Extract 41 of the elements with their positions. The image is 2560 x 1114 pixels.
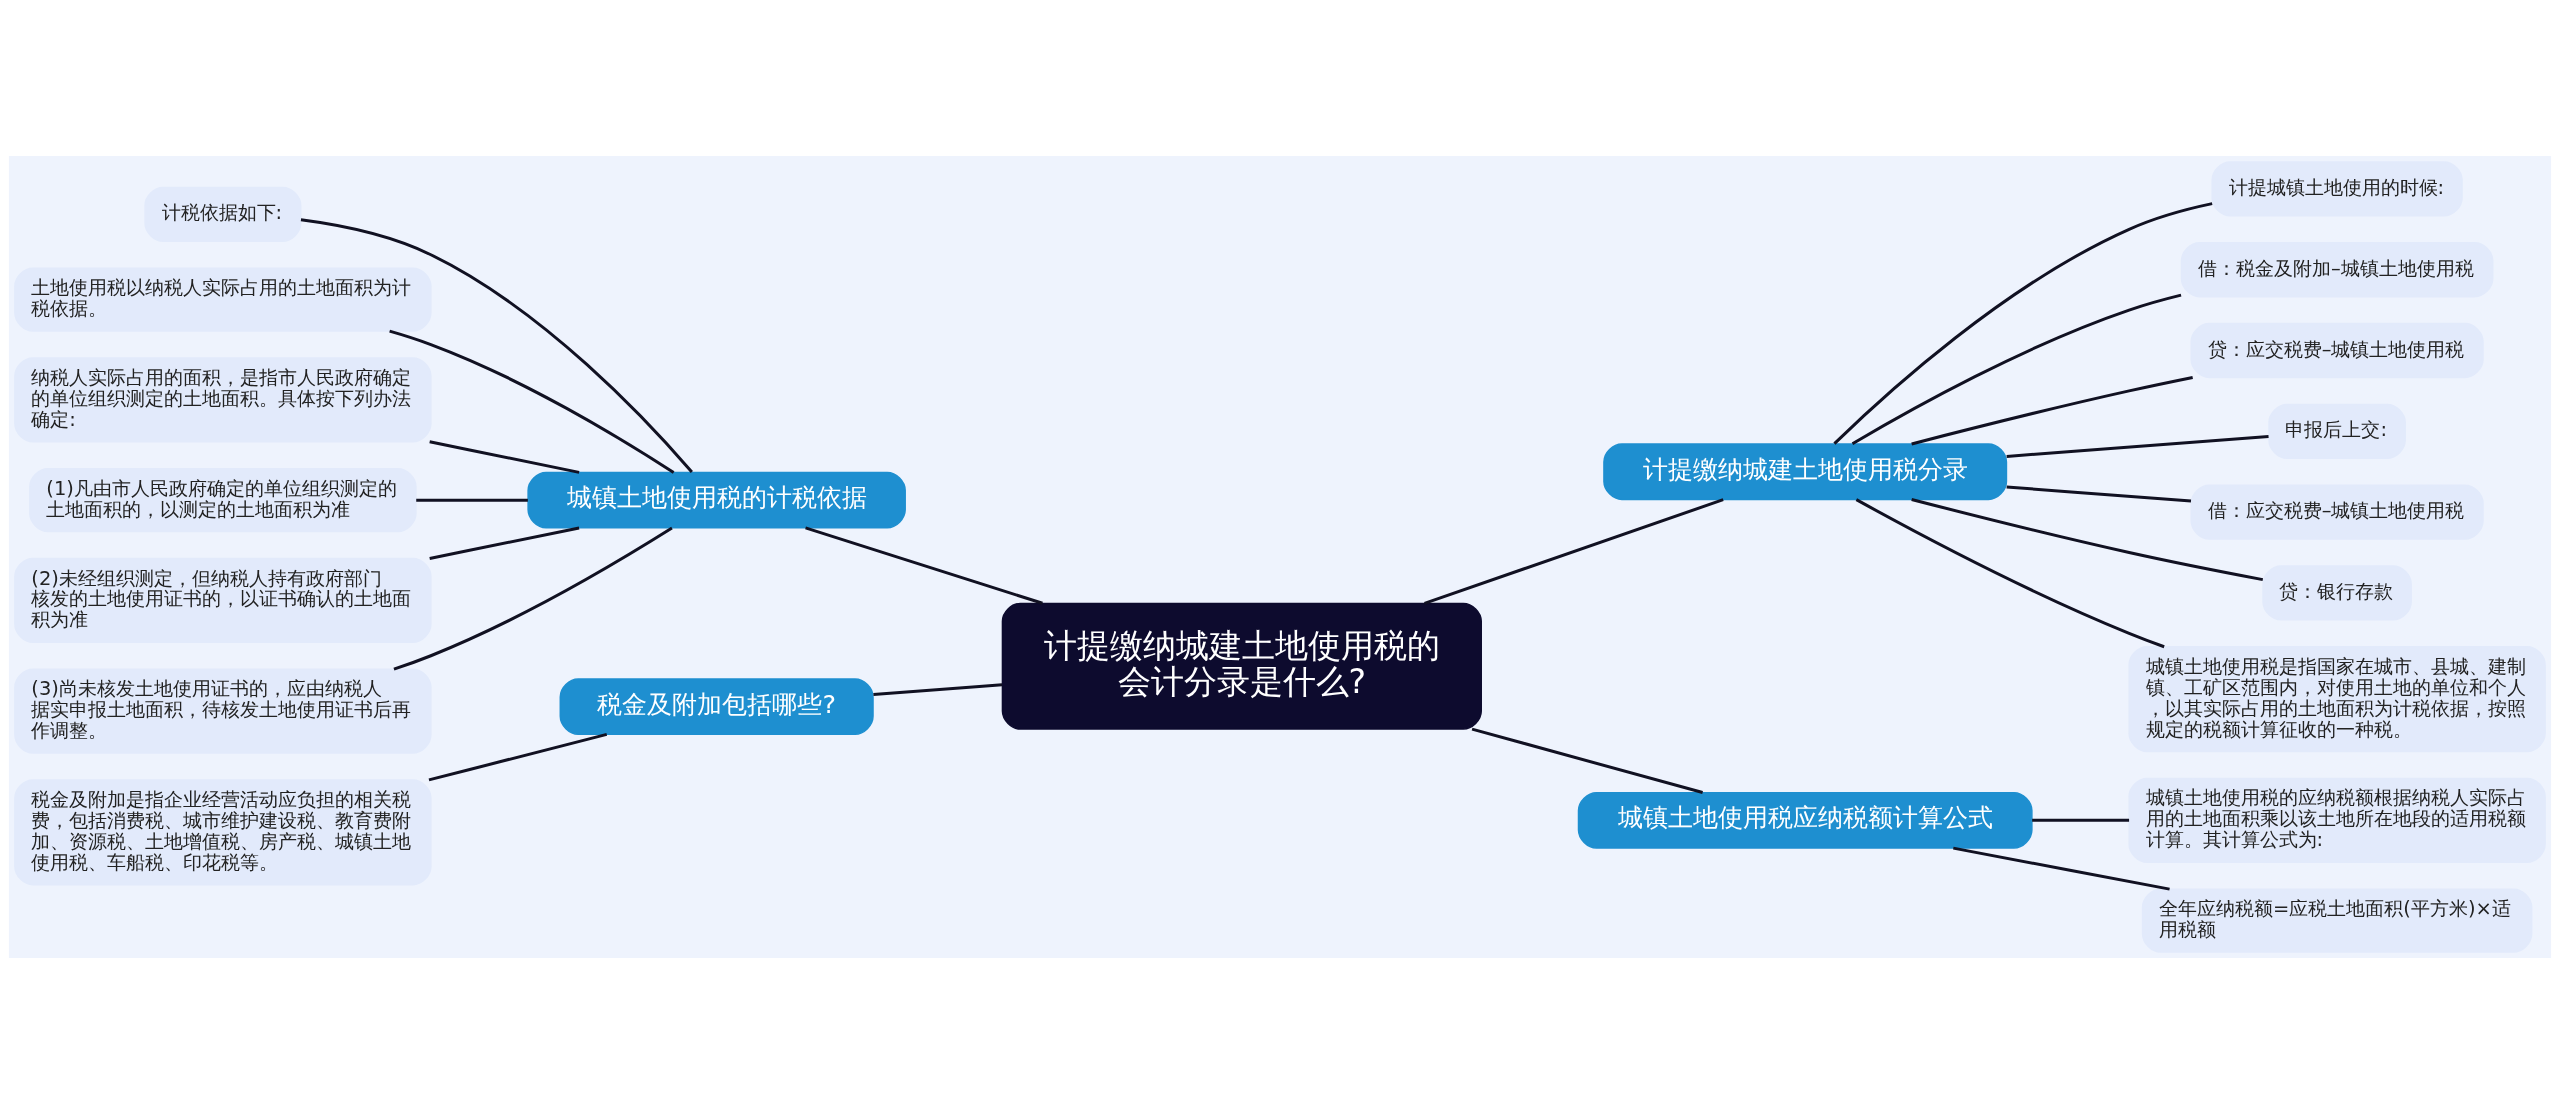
- connector: [1833, 202, 2213, 445]
- connector: [805, 526, 1043, 605]
- node-box: 税金及附加包括哪些?: [559, 678, 874, 736]
- node-box: 全年应纳税额=应税土地面积(平方米)×适用税额: [2141, 888, 2533, 953]
- node-box: 城镇土地使用税应纳税额计算公式: [1577, 791, 2033, 849]
- node-box: 借：应交税费–城镇土地使用税: [2190, 484, 2484, 540]
- connector: [1471, 727, 1703, 794]
- node-box: 贷：应交税费–城镇土地使用税: [2190, 322, 2484, 379]
- connector: [1855, 498, 2165, 649]
- connector: [1911, 376, 2193, 446]
- node-box: 贷：银行存款: [2262, 565, 2412, 621]
- node-box: 纳税人实际占用的面积，是指市人民政府确定的单位组织测定的土地面积。具体按下列办法确定:: [14, 357, 432, 443]
- node-box: 计税依据如下:: [144, 186, 302, 243]
- node-box: 城镇土地使用税的计税依据: [527, 471, 906, 529]
- connector: [2006, 485, 2192, 503]
- node-box: 税金及附加是指企业经营活动应负担的相关税费，包括消费税、城市维护建设税、教育费附加、资源税、土地增值税、房产税、城镇土地使用税、车船税、印花税等。: [14, 779, 432, 886]
- node-box: 城镇土地使用税是指国家在城市、县城、建制镇、工矿区范围内，对使用土地的单位和个人，以其实际占用的土地面积为计税依据，按照规定的税额计算征收的一种税。: [2128, 646, 2546, 753]
- connector: [1424, 498, 1724, 605]
- connector: [416, 498, 528, 502]
- connector: [1851, 293, 2182, 446]
- connector: [389, 329, 675, 474]
- node-box: (3)尚未核发土地使用证书的，应由纳税人据实申报土地面积，待核发土地使用证书后再作调整。: [14, 668, 432, 754]
- connector: [300, 218, 693, 474]
- node-box: 申报后上交:: [2268, 403, 2406, 459]
- node-box: (2)未经组织测定，但纳税人持有政府部门核发的土地使用证书的，以证书确认的土地面积为准: [14, 557, 432, 644]
- node-box: 城镇土地使用税的应纳税额根据纳税人实际占用的土地面积乘以该土地所在地段的适用税额计算。其计算公式为:: [2128, 777, 2546, 863]
- connector: [429, 440, 580, 474]
- node-box: 土地使用税以纳税人实际占用的土地面积为计税依据。: [14, 267, 432, 332]
- node-box: (1)凡由市人民政府确定的单位组织测定的土地面积的，以测定的土地面积为准: [29, 467, 417, 533]
- connector: [429, 526, 580, 560]
- connector: [1953, 846, 2170, 891]
- connector: [1911, 498, 2264, 582]
- node-box: 计提城镇土地使用的时候:: [2211, 161, 2463, 217]
- node-box: 计提缴纳城建土地使用税分录: [1603, 443, 2008, 501]
- connector: [2006, 434, 2269, 458]
- connector: [393, 526, 673, 671]
- node-box: 计提缴纳城建土地使用税的会计分录是什么?: [1001, 602, 1482, 730]
- connector: [2032, 818, 2130, 822]
- node-box: 借：税金及附加–城镇土地使用税: [2180, 242, 2494, 298]
- connector: [873, 683, 1003, 697]
- connector: [428, 732, 608, 782]
